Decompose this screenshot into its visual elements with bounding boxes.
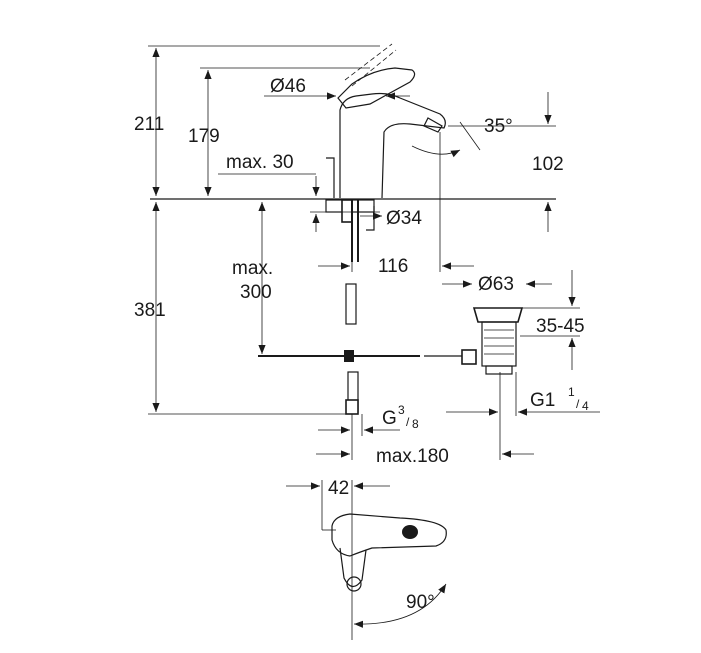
hose-connector [345,399,359,415]
lever-cap [402,525,418,539]
label-diameter-63: Ø63 [478,274,514,295]
svg-text:4: 4 [582,399,589,413]
label-179: 179 [188,126,220,147]
dimension-labels: 211 179 Ø46 35° 102 max. 30 Ø34 116 max.… [134,76,589,613]
label-diameter-46: Ø46 [270,76,306,97]
label-max-30: max. 30 [226,152,294,173]
label-diameter-34: Ø34 [386,208,422,229]
waste-pivot [461,349,477,365]
label-35-45: 35-45 [536,316,585,337]
lever-handle [337,67,416,109]
label-35-degree: 35° [484,116,513,137]
mounting-bracket [366,206,375,231]
label-300: 300 [240,282,272,303]
svg-text:/: / [576,397,580,411]
svg-text:8: 8 [412,417,419,431]
popup-rod [326,157,335,198]
label-102: 102 [532,154,564,175]
label-max-180: max.180 [376,446,449,467]
waste-thread [484,329,514,355]
faucet-body [339,92,446,199]
waste-tail [485,365,513,375]
waste-body [481,321,517,367]
mounting-shank [341,199,353,223]
label-116: 116 [378,256,408,277]
svg-text:G: G [382,408,397,429]
linkage-clamp [344,350,354,362]
svg-text:1: 1 [568,385,575,399]
label-thread-right: G1 1 / 4 [530,385,589,413]
label-211: 211 [134,114,164,135]
hose-segment-upper [345,283,357,325]
lever-raised-outline [344,43,397,87]
lever-rotated [339,547,367,588]
label-90-degree: 90° [406,592,435,613]
label-42: 42 [328,478,349,499]
lever-top-view [286,480,447,640]
label-381: 381 [134,300,166,321]
supply-hose [351,200,359,262]
lever-top-outline [331,513,447,557]
dimension-lines [148,45,600,460]
label-max: max. [232,258,273,279]
spout-tip [423,117,443,133]
waste-flange [472,307,524,323]
label-thread-left: G 3 / 8 [382,403,419,431]
faucet-side-view [150,43,556,415]
svg-text:3: 3 [398,403,405,417]
svg-text:G1: G1 [530,390,555,411]
svg-text:/: / [406,415,410,429]
